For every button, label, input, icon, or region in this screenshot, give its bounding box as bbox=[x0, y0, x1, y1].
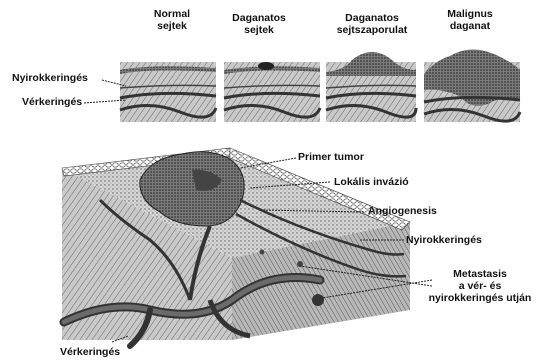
stage-label-normal: Normal sejtek bbox=[142, 8, 202, 32]
stage-panel-proliferation bbox=[326, 52, 416, 122]
stage-panel-normal bbox=[120, 62, 216, 122]
label-lymph-main: Nyirokkeringés bbox=[406, 234, 482, 246]
label-angiogenesis: Angiogenesis bbox=[368, 205, 437, 217]
stage-label-malignant: Malignus daganat bbox=[430, 8, 510, 32]
label-lymph-top: Nyirokkeringés bbox=[12, 72, 88, 84]
stage-label-proliferation: Daganatos sejtszaporulat bbox=[322, 12, 422, 36]
label-blood-main: Vérkeringés bbox=[60, 346, 120, 358]
label-metastasis: Metastasis a vér- és nyirokkeringés utjá… bbox=[420, 268, 540, 304]
stage-panel-malignant bbox=[424, 49, 520, 122]
stage-label-tumor-cells: Daganatos sejtek bbox=[224, 12, 294, 36]
label-local-invasion: Lokális invázió bbox=[334, 176, 409, 188]
stage-panel-tumor-cells bbox=[224, 62, 320, 122]
label-blood-top: Vérkeringés bbox=[22, 96, 82, 108]
label-primary-tumor: Primer tumor bbox=[298, 151, 364, 163]
